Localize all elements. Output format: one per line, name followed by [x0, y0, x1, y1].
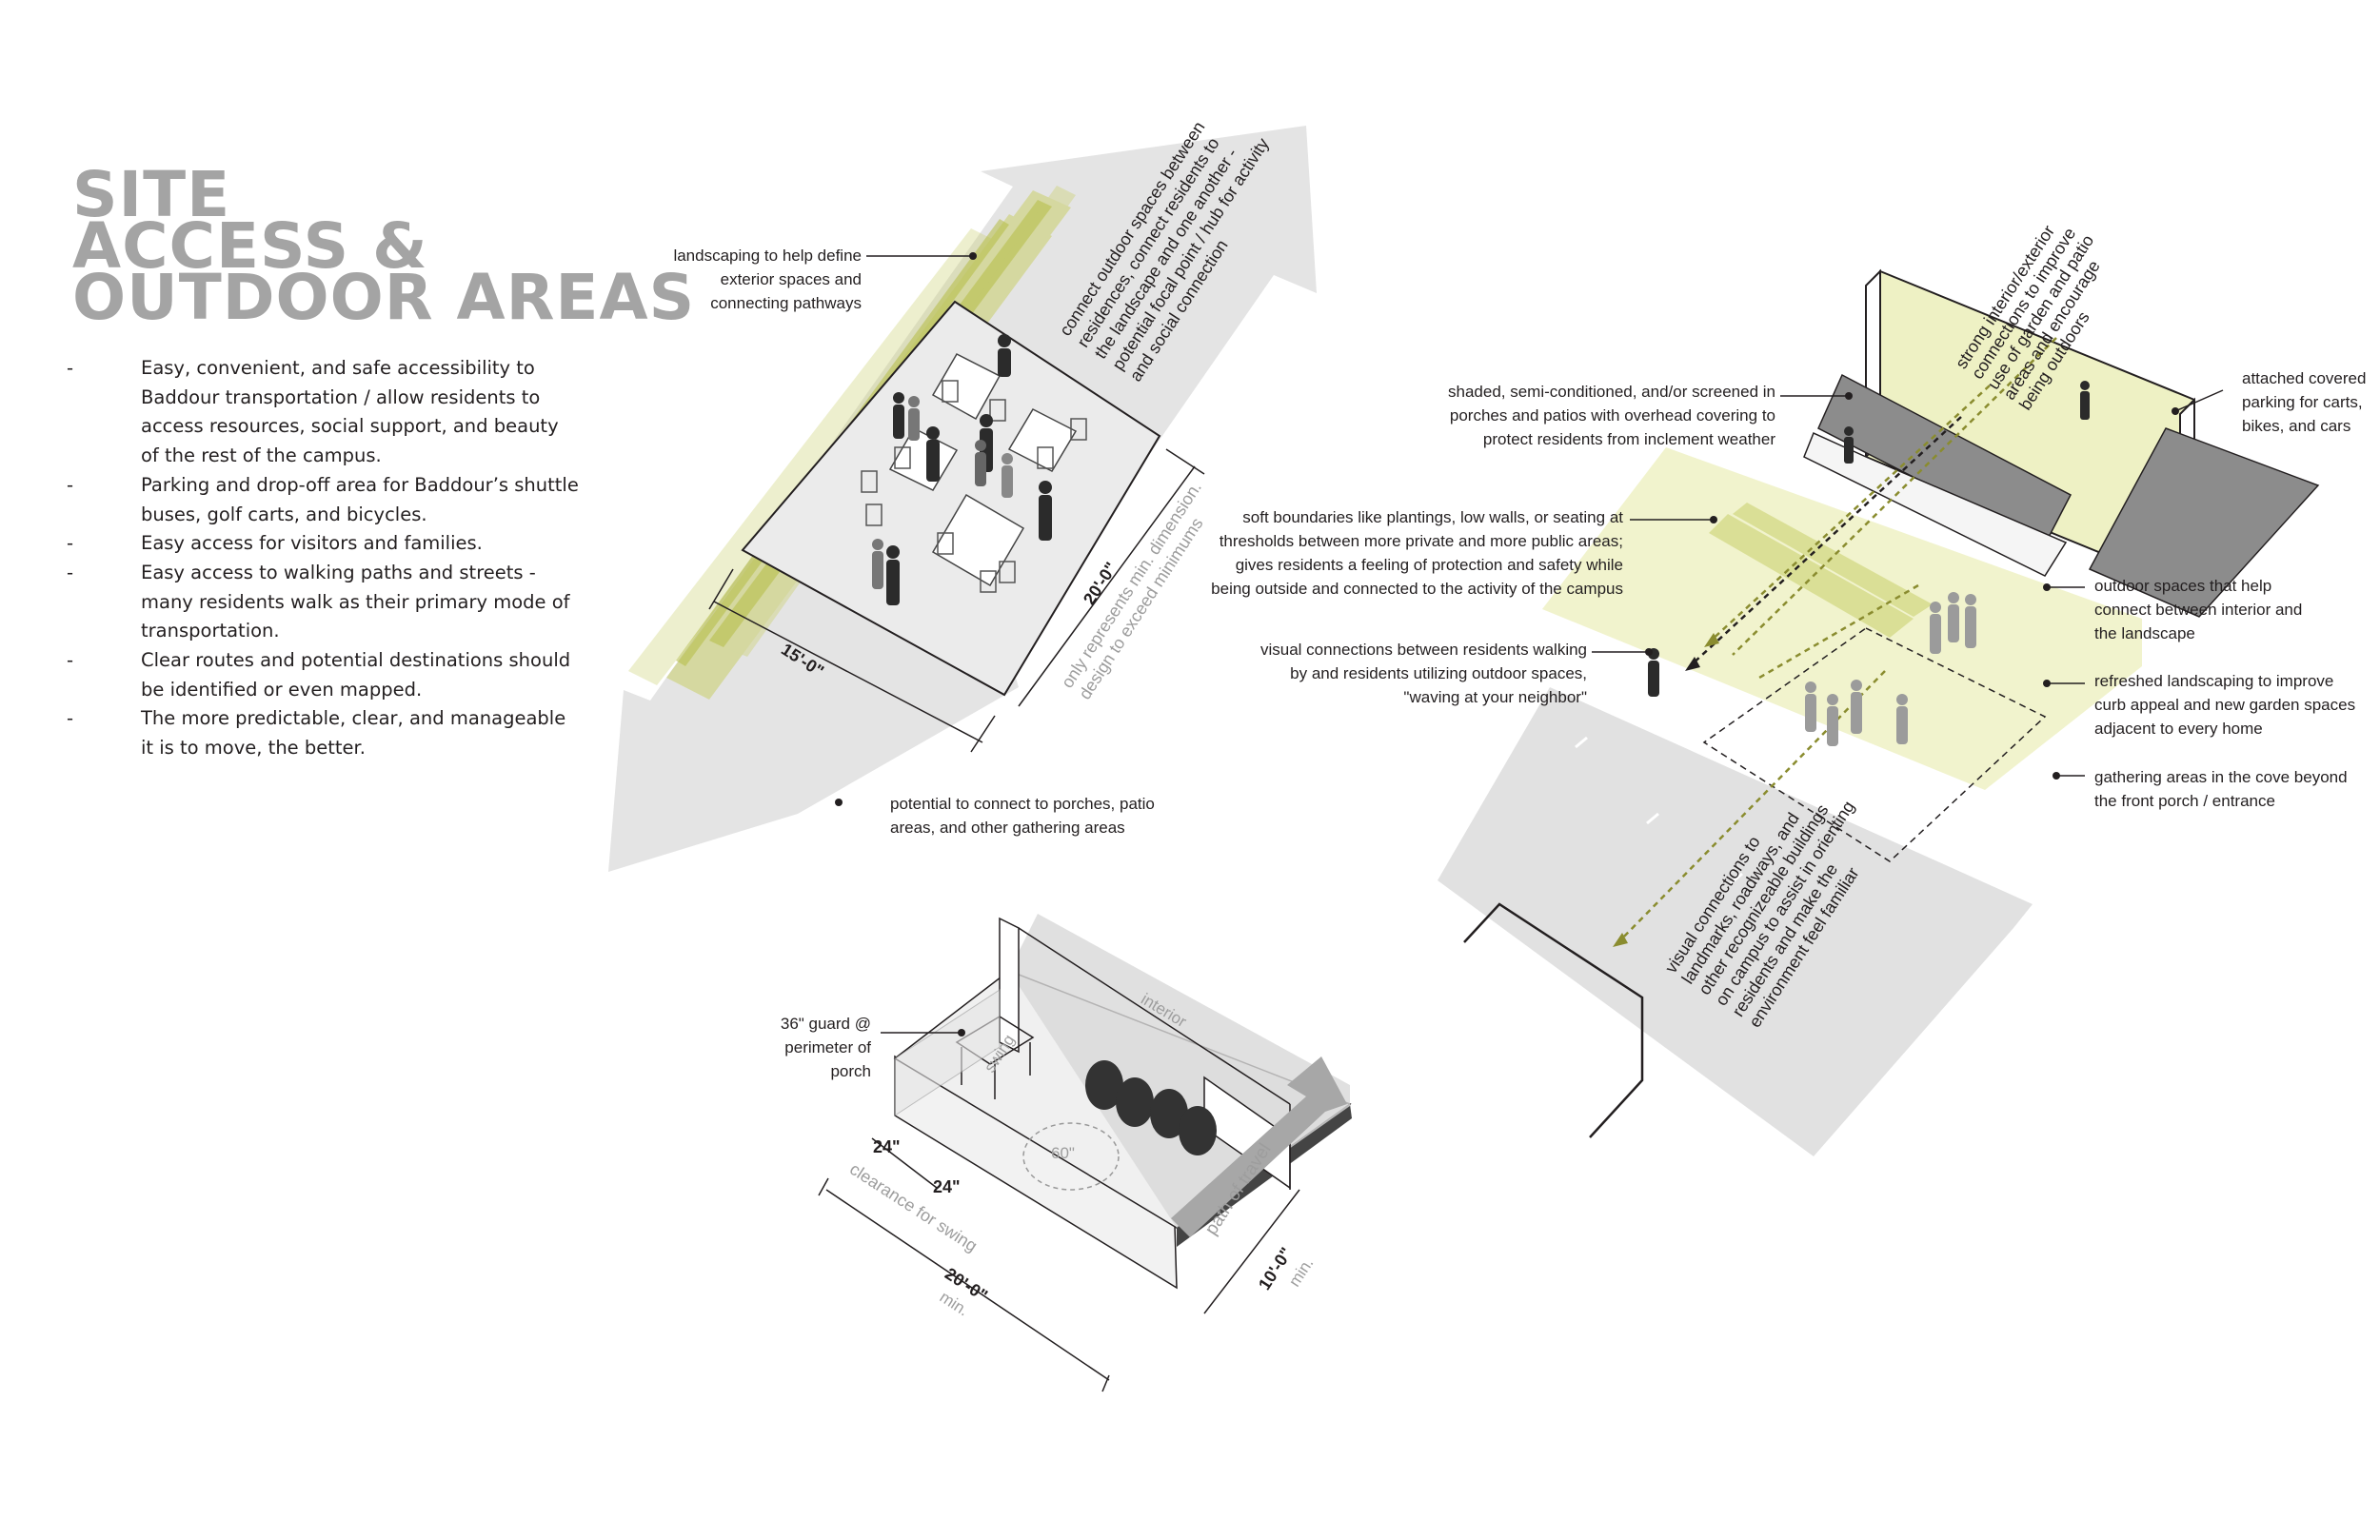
- diagram-home-street: [1438, 268, 2320, 1156]
- porch-guard: [894, 989, 1001, 1116]
- porch-edge-front: [1177, 1104, 1352, 1247]
- list-item: - Clear routes and potential destinations…: [67, 646, 581, 704]
- bullet-dash: -: [67, 649, 74, 672]
- callout-leaders: [1592, 389, 2224, 777]
- callout-dots: [1645, 392, 2179, 780]
- list-item: - Easy access to walking paths and street…: [67, 559, 581, 646]
- bullet-text: Easy, convenient, and safe accessibility…: [141, 357, 559, 467]
- covered-parking-callout: attached covered parking for carts, bike…: [2242, 369, 2367, 435]
- bullet-text: Clear routes and potential destinations …: [141, 649, 571, 701]
- visual-walking-callout: visual connections between residents wal…: [1259, 641, 1587, 706]
- landscaping-callout: landscaping to help define exterior spac…: [673, 247, 862, 312]
- guard-callout: 36" guard @ perimeter of porch: [780, 1015, 871, 1080]
- soft-boundaries-callout: soft boundaries like plantings, low wall…: [1211, 508, 1623, 598]
- bullet-dash: -: [67, 707, 74, 730]
- design-goals-list: - Easy, convenient, and safe accessibilit…: [67, 354, 581, 763]
- porches-callout: potential to connect to porches, patio a…: [890, 795, 1155, 837]
- path-of-travel-arrow: [1171, 1056, 1347, 1237]
- porch-platform: [1803, 431, 2068, 577]
- bullet-text: Parking and drop-off area for Baddour’s …: [141, 473, 579, 525]
- patio-plan: [741, 300, 1161, 697]
- street-dashes: [1575, 736, 1743, 885]
- diagram-outdoor-area: [608, 126, 1317, 872]
- patio-people: [872, 334, 1052, 605]
- patio-tables: [888, 353, 1078, 587]
- bullet-dash: -: [67, 473, 74, 496]
- swing-clearance-24-a: 24": [873, 1137, 901, 1156]
- page-title: SITE ACCESS & OUTDOOR AREAS: [72, 158, 696, 334]
- bullet-text: Easy access for visitors and families.: [141, 532, 483, 555]
- refreshed-landscaping-callout: refreshed landscaping to improve curb ap…: [2094, 672, 2356, 738]
- title-line-1: SITE: [72, 158, 231, 231]
- bullet-text: The more predictable, clear, and managea…: [141, 707, 566, 760]
- turning-circle: [1022, 1122, 1120, 1191]
- covered-parking: [2088, 427, 2320, 618]
- landscape-zone: [1542, 447, 2142, 790]
- gathering-cove-callout: gathering areas in the cove beyond the f…: [2094, 768, 2348, 810]
- visual-connection-arrows: [1617, 337, 2057, 943]
- bullet-dash: -: [67, 357, 74, 379]
- list-item: - Easy access for visitors and families.: [67, 529, 581, 559]
- arrow-heads: [1613, 633, 1719, 947]
- diagram-porch: [818, 914, 1352, 1392]
- list-item: - The more predictable, clear, and manage…: [67, 704, 581, 762]
- title-line-3: OUTDOOR AREAS: [72, 261, 696, 334]
- patio-chairs: [861, 380, 1087, 593]
- turning-radius-label: 60": [1051, 1144, 1075, 1162]
- list-item: - Parking and drop-off area for Baddour’s…: [67, 471, 581, 529]
- title-line-2: ACCESS &: [72, 209, 428, 283]
- list-item: - Easy, convenient, and safe accessibilit…: [67, 354, 581, 471]
- bullet-text: Easy access to walking paths and streets…: [141, 561, 570, 642]
- wheelchair-icons: [1085, 1060, 1217, 1155]
- patio-dimensions: [708, 448, 1205, 753]
- corner-building: [1463, 902, 1644, 1138]
- shaded-porch-callout: shaded, semi-conditioned, and/or screene…: [1448, 383, 1775, 448]
- street: [1438, 687, 2033, 1156]
- gathering-cove: [1702, 627, 2047, 862]
- porch-dimensions: [818, 1137, 1300, 1392]
- swing-clearance-24-b: 24": [933, 1177, 961, 1196]
- bullet-dash: -: [67, 532, 74, 555]
- landscape-strip: [1709, 503, 1933, 638]
- bullet-dash: -: [67, 561, 74, 583]
- outdoor-spaces-callout: outdoor spaces that help connect between…: [2094, 577, 2303, 642]
